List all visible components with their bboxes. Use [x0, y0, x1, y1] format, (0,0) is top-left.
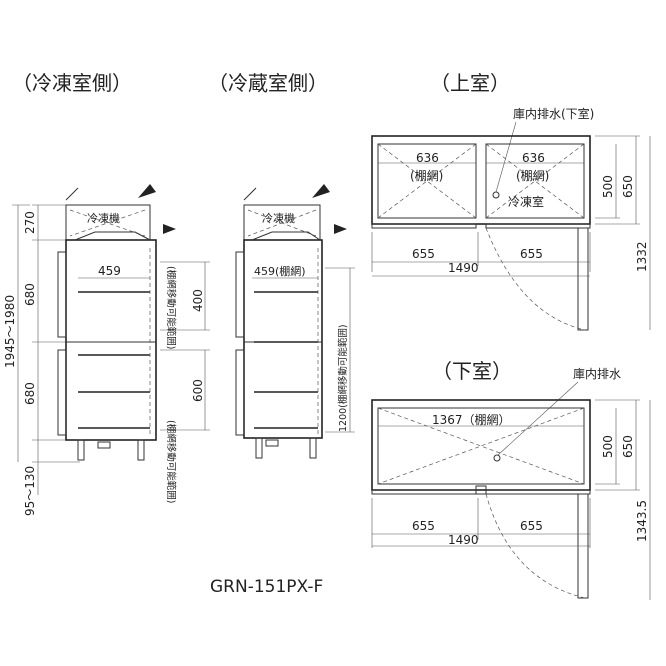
- heading-freezer-side: （冷凍室側）: [12, 71, 132, 95]
- model-number: GRN-151PX-F: [210, 577, 323, 597]
- lower-width: 1490: [448, 533, 479, 547]
- upper-right-shelf-width: 636: [522, 151, 545, 165]
- dim-shelf-range-400: 400: [191, 289, 205, 312]
- shelf-move-range-lower: (棚網移動可能範囲): [165, 420, 177, 503]
- heading-lower-room: （下室）: [432, 359, 512, 383]
- lower-door-left: 655: [412, 519, 435, 533]
- dim-top-270: 270: [23, 211, 37, 234]
- upper-left-shelf-tag: (棚網): [410, 168, 443, 183]
- dim-shelf-depth: 459: [98, 264, 121, 278]
- lower-depth-outer: 650: [621, 435, 635, 458]
- fridge-refrigeration-unit-label: 冷凍機: [262, 211, 295, 225]
- upper-depth-outer: 650: [621, 175, 635, 198]
- upper-right-shelf-tag: (棚網): [516, 168, 549, 183]
- lower-door-right: 655: [520, 519, 543, 533]
- heading-fridge-side: （冷蔵室側）: [208, 71, 328, 95]
- shelf-move-range-upper: (棚網移動可能範囲): [165, 266, 177, 349]
- upper-drain-label: 庫内排水(下室): [513, 106, 594, 121]
- upper-width: 1490: [448, 261, 479, 275]
- heading-upper-room: （上室）: [430, 71, 510, 95]
- fridge-dim-shelf-range: 1200(棚網移動可能範囲): [337, 324, 349, 432]
- refrigeration-unit-label: 冷凍機: [87, 211, 120, 225]
- upper-depth-inner: 500: [601, 175, 615, 198]
- upper-room-plan: 庫内排水(下室) 636 (棚網) 636 (棚網) 冷凍室 500 650 1…: [371, 106, 651, 331]
- upper-door-right: 655: [520, 247, 543, 261]
- upper-left-shelf-width: 636: [416, 151, 439, 165]
- dim-lower-680: 680: [23, 382, 37, 405]
- lower-open-depth: 1343.5: [635, 500, 649, 542]
- freezer-side-elevation: 270 680 680 1945～1980 95～130 冷凍機 459 400…: [3, 184, 210, 516]
- upper-compartment-label: 冷凍室: [508, 194, 544, 209]
- dim-feet: 95～130: [23, 466, 37, 516]
- dim-upper-680: 680: [23, 283, 37, 306]
- lower-shelf-width: 1367（棚網）: [432, 412, 511, 427]
- dim-total-height: 1945～1980: [3, 295, 17, 368]
- upper-open-depth: 1332: [635, 241, 649, 272]
- fridge-side-elevation: 冷凍機 459(棚網) 1200(棚網移動可能範囲): [235, 184, 355, 459]
- fridge-dim-shelf-depth: 459(棚網): [254, 264, 306, 278]
- lower-room-plan: 庫内排水 1367（棚網） 500 650 1343.5 655 655 149…: [371, 367, 651, 600]
- dim-shelf-range-600: 600: [191, 379, 205, 402]
- lower-drain-label: 庫内排水: [573, 367, 621, 381]
- upper-door-left: 655: [412, 247, 435, 261]
- lower-depth-inner: 500: [601, 435, 615, 458]
